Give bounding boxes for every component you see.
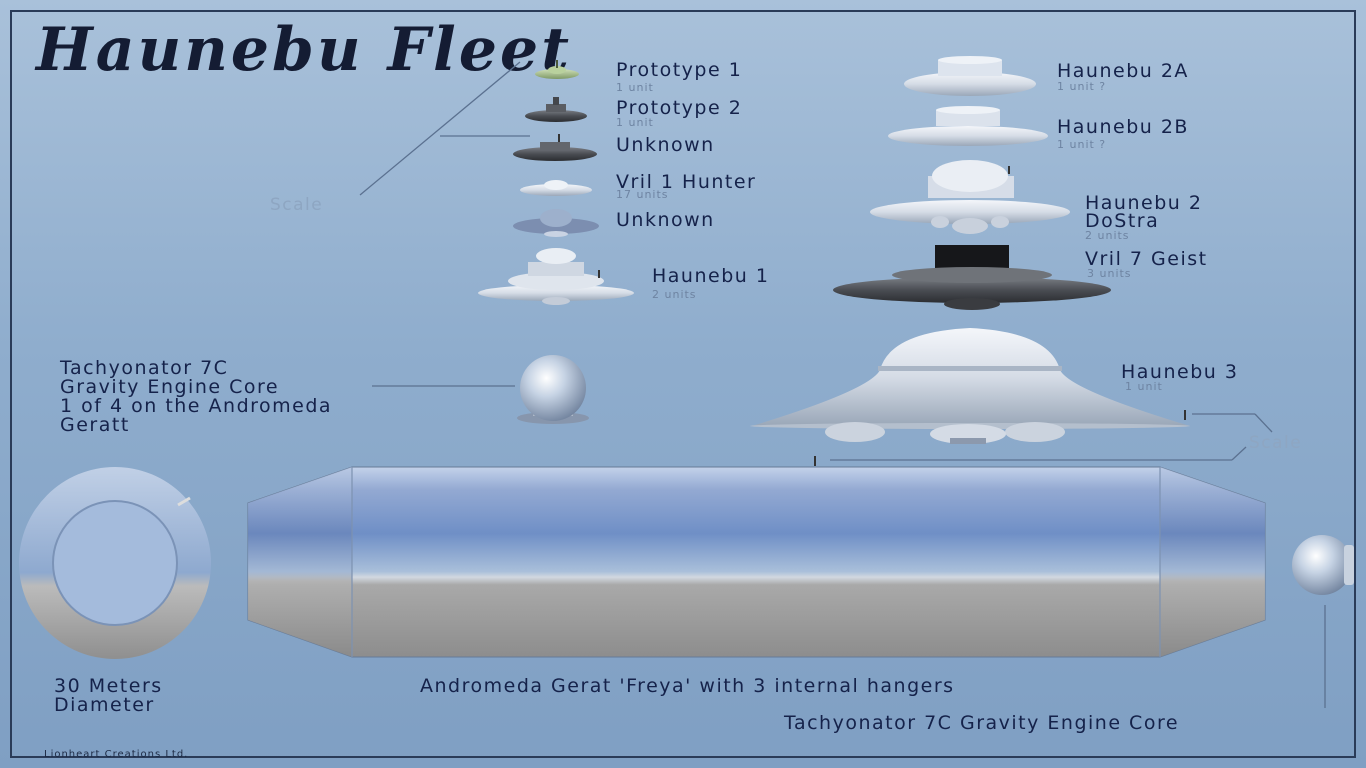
haunebu-1-ship — [478, 248, 634, 305]
label-dostra: DoStra — [1085, 210, 1160, 232]
units-vril-7-geist: 3 units — [1087, 267, 1132, 280]
units-haunebu-2a: 1 unit ? — [1057, 80, 1107, 93]
units-haunebu-2b: 1 unit ? — [1057, 138, 1107, 151]
prototype-1-ship — [535, 60, 579, 79]
prototype-2-ship — [525, 97, 587, 122]
diameter-label-line-1: 30 Meters — [54, 675, 163, 697]
units-haunebu-2-dostra: 2 units — [1085, 229, 1130, 242]
label-vril-7-geist: Vril 7 Geist — [1085, 248, 1208, 270]
engine-core-label: Tachyonator 7C Gravity Engine Core — [784, 712, 1180, 734]
engine-label-line-4: Geratt — [60, 414, 130, 436]
diameter-label-line-2: Diameter — [54, 694, 155, 716]
page-title: Haunebu Fleet — [36, 15, 572, 85]
scale-label-left: Scale — [270, 195, 324, 215]
units-haunebu-1: 2 units — [652, 288, 697, 301]
andromeda-gerat-hull — [247, 456, 1266, 658]
label-prototype-2: Prototype 2 — [616, 97, 743, 119]
scale-label-right: Scale — [1249, 433, 1303, 453]
vril-7-geist-ship — [833, 245, 1111, 310]
haunebu-2b-ship — [888, 106, 1048, 146]
unknown-blue-ship — [513, 209, 599, 237]
haunebu-3-ship — [750, 328, 1190, 444]
mothership-label: Andromeda Gerat 'Freya' with 3 internal … — [420, 675, 955, 697]
engine-label-line-1: Tachyonator 7C — [60, 357, 229, 379]
label-unknown-2: Unknown — [616, 209, 715, 231]
units-vril-1-hunter: 17 units — [616, 188, 669, 201]
label-prototype-1: Prototype 1 — [616, 59, 743, 81]
label-haunebu-2: Haunebu 2 — [1085, 192, 1203, 214]
haunebu-2-dostra-ship — [870, 160, 1070, 234]
vril-1-hunter-ship — [520, 180, 592, 196]
haunebu-2a-ship — [904, 56, 1036, 96]
label-unknown-1: Unknown — [616, 134, 715, 156]
label-haunebu-1: Haunebu 1 — [652, 265, 770, 287]
engine-label-line-2: Gravity Engine Core — [60, 376, 280, 398]
label-haunebu-2b: Haunebu 2B — [1057, 116, 1189, 138]
engine-label-line-3: 1 of 4 on the Andromeda — [60, 395, 333, 417]
units-prototype-2: 1 unit — [616, 116, 654, 129]
credit-text: Lionheart Creations Ltd. — [44, 749, 189, 760]
units-prototype-1: 1 unit — [616, 81, 654, 94]
label-haunebu-3: Haunebu 3 — [1121, 361, 1239, 383]
units-haunebu-3: 1 unit — [1125, 380, 1163, 393]
unknown-dark-ship — [513, 134, 597, 161]
label-haunebu-2a: Haunebu 2A — [1057, 60, 1189, 82]
side-engine-core — [1292, 535, 1354, 595]
label-vril-1-hunter: Vril 1 Hunter — [616, 171, 757, 193]
cross-section-ring — [19, 467, 211, 659]
